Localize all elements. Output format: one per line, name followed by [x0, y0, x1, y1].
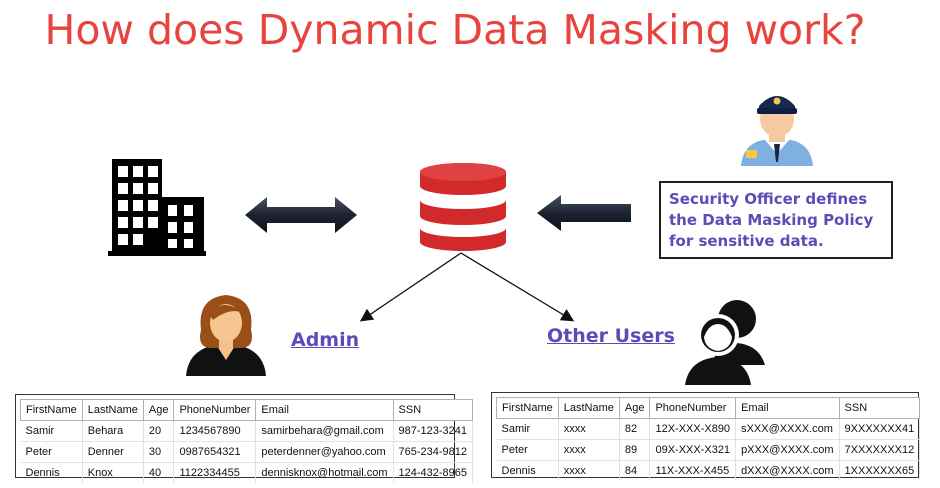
table-cell: dennisknox@hotmail.com	[255, 462, 394, 483]
table-cell: xxxx	[558, 418, 620, 440]
table-cell: 30	[143, 441, 175, 463]
table-header-row: FirstName LastName Age PhoneNumber Email…	[20, 399, 474, 421]
table-cell: 89	[619, 439, 651, 461]
table-cell: 12X-XXX-X890	[649, 418, 737, 440]
table-cell: 40	[143, 462, 175, 483]
policy-line: Security Officer defines	[669, 190, 868, 208]
table-row[interactable]: Dennis Knox 40 1122334455 dennisknox@hot…	[20, 462, 474, 483]
table-cell: 20	[143, 420, 175, 442]
table-cell: 1234567890	[173, 420, 257, 442]
table-cell: samirbehara@gmail.com	[255, 420, 394, 442]
table-cell: sXXX@XXXX.com	[735, 418, 840, 440]
table-row[interactable]: Samir Behara 20 1234567890 samirbehara@g…	[20, 420, 474, 442]
table-cell: Peter	[496, 439, 559, 461]
branch-arrows	[359, 252, 575, 322]
column-header: LastName	[557, 397, 620, 419]
table-cell: 9XXXXXXX41	[839, 418, 921, 440]
masked-results-table: FirstName LastName Age PhoneNumber Email…	[496, 397, 921, 481]
table-row[interactable]: Peter Denner 30 0987654321 peterdenner@y…	[20, 441, 474, 463]
table-cell: Behara	[82, 420, 144, 442]
column-header: SSN	[838, 397, 921, 419]
column-header: PhoneNumber	[649, 397, 737, 419]
table-cell: Samir	[496, 418, 559, 440]
table-header-row: FirstName LastName Age PhoneNumber Email…	[496, 397, 921, 419]
column-header: LastName	[81, 399, 144, 421]
table-cell: pXXX@XXXX.com	[735, 439, 840, 461]
column-header: Age	[618, 397, 651, 419]
table-row[interactable]: Peter xxxx 89 09X-XXX-X321 pXXX@XXXX.com…	[496, 439, 921, 461]
table-cell: xxxx	[558, 460, 620, 481]
table-cell: dXXX@XXXX.com	[735, 460, 840, 481]
table-cell: 84	[619, 460, 651, 481]
table-cell: 765-234-9812	[393, 441, 474, 463]
column-header: Age	[142, 399, 175, 421]
column-header: FirstName	[20, 399, 83, 421]
table-cell: 7XXXXXXX12	[839, 439, 921, 461]
building-icon	[108, 159, 206, 256]
admin-results-grid: FirstName LastName Age PhoneNumber Email…	[15, 394, 474, 483]
table-cell: Dennis	[496, 460, 559, 481]
column-header: SSN	[392, 399, 474, 421]
bidirectional-arrow	[245, 197, 357, 233]
table-cell: 1122334455	[173, 462, 257, 483]
table-cell: 09X-XXX-X321	[649, 439, 737, 461]
user-group-icon	[685, 300, 765, 385]
policy-callout: Security Officer defines the Data Maskin…	[659, 181, 893, 259]
table-row[interactable]: Dennis xxxx 84 11X-XXX-X455 dXXX@XXXX.co…	[496, 460, 921, 481]
table-cell: xxxx	[558, 439, 620, 461]
table-cell: Peter	[20, 441, 83, 463]
column-header: Email	[735, 397, 840, 419]
database-icon	[420, 163, 506, 251]
table-cell: 82	[619, 418, 651, 440]
table-cell: Denner	[82, 441, 144, 463]
table-cell: Knox	[82, 462, 144, 483]
table-cell: 0987654321	[173, 441, 257, 463]
page-title: How does Dynamic Data Masking work?	[44, 6, 866, 54]
policy-arrow	[537, 195, 631, 231]
other-users-label[interactable]: Other Users	[547, 325, 675, 347]
table-cell: 11X-XXX-X455	[649, 460, 737, 481]
table-cell: Dennis	[20, 462, 83, 483]
table-cell: 124-432-8965	[393, 462, 474, 483]
admin-results-table: FirstName LastName Age PhoneNumber Email…	[20, 399, 474, 483]
column-header: FirstName	[496, 397, 559, 419]
table-cell: 987-123-3241	[393, 420, 474, 442]
column-header: PhoneNumber	[173, 399, 257, 421]
admin-label[interactable]: Admin	[291, 329, 360, 351]
table-cell: 1XXXXXXX65	[839, 460, 921, 481]
table-cell: peterdenner@yahoo.com	[255, 441, 394, 463]
column-header: Email	[255, 399, 394, 421]
table-cell: Samir	[20, 420, 83, 442]
policy-line: the Data Masking Policy	[669, 211, 874, 229]
table-row[interactable]: Samir xxxx 82 12X-XXX-X890 sXXX@XXXX.com…	[496, 418, 921, 440]
policy-line: for sensitive data.	[669, 232, 824, 250]
security-officer-icon	[741, 96, 813, 166]
admin-user-icon	[186, 295, 266, 376]
masked-results-grid: FirstName LastName Age PhoneNumber Email…	[491, 392, 921, 481]
